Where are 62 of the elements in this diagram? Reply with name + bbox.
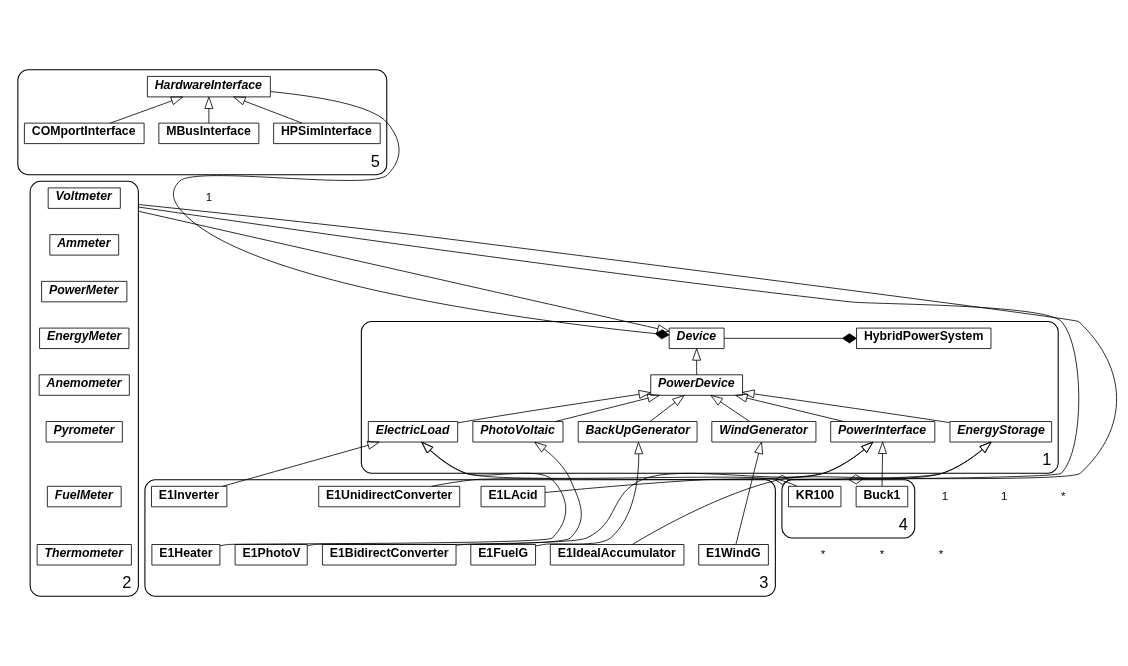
arrow [306,441,582,546]
arrow [233,96,303,124]
node-box: HardwareInterface [146,76,271,98]
label: * [938,547,944,560]
arrow [735,393,845,422]
node-box: PhotoVoltaic [472,421,564,443]
label: 1 [941,489,949,502]
arrow [109,96,184,124]
label: * [1060,489,1066,502]
node-box: E1Inverter [151,485,228,508]
arrow [735,441,764,545]
node-box: Ammeter [49,234,120,256]
node-box: Device [668,327,725,349]
node-box: KR100 [788,485,842,508]
node-box: MBusInterface [158,122,260,145]
connector [173,91,670,340]
label: * [820,547,826,560]
arrow [710,395,751,422]
node-box: PowerDevice [650,374,743,396]
arrow [204,96,214,124]
arrow [649,395,685,422]
label: 1 [205,191,213,204]
node-box: E1BidirectConverter [322,544,457,566]
node-box: COMportInterface [24,122,145,145]
node-box: E1UnidirectConverter [318,485,461,508]
node-box: PowerInterface [830,421,936,443]
arrow [421,441,798,487]
arrow [742,389,951,424]
node-box: E1FuelG [470,544,536,566]
arrow [632,441,992,545]
node-box: EnergyStorage [949,421,1053,443]
node-box: EnergyMeter [39,327,130,349]
node-box: E1WindG [698,544,769,566]
node-box: Voltmeter [47,187,121,209]
node-box: E1Heater [151,544,221,566]
arrow [219,441,567,547]
node-box: E1IdealAccumulator [549,544,685,566]
node-box: HPSimInterface [273,122,381,145]
arrow [222,440,380,487]
arrow [457,389,651,424]
node-box: Buck1 [855,485,909,508]
node-box: Thermometer [36,544,132,566]
arrow [878,441,887,487]
label: 1 [1000,489,1008,502]
arrow [692,348,702,376]
node-box: HybridPowerSystem [856,327,992,349]
arrow [544,441,992,493]
arrow [535,441,644,547]
node-box: PowerMeter [41,280,128,303]
node-box: ElectricLoad [367,421,459,443]
node-box: FuelMeter [46,485,122,508]
node-box: E1PhotoV [234,544,308,566]
connector [723,333,857,344]
arrow [555,393,660,422]
label: * [879,547,885,560]
node-box: WindGenerator [711,421,817,443]
node-box: BackUpGenerator [577,421,698,443]
arrow [137,210,670,334]
node-box: E1LAcid [480,485,546,508]
arrow [455,441,874,546]
node-box: Anemometer [38,374,130,396]
node-box: Pyrometer [45,421,123,443]
